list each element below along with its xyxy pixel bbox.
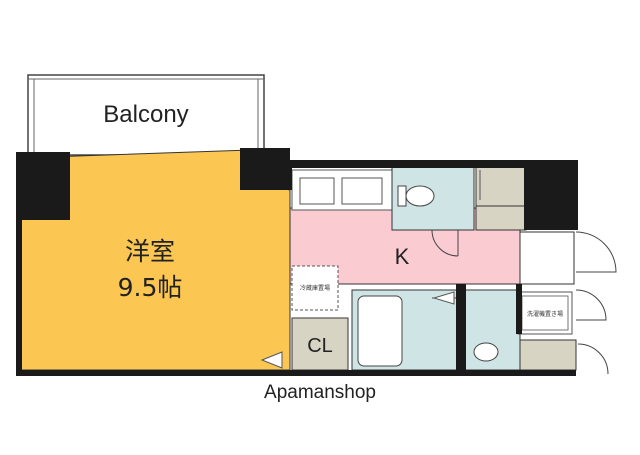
brand-logo: Apamanshop bbox=[264, 382, 376, 403]
closet-label: CL bbox=[307, 335, 333, 357]
closet bbox=[291, 317, 349, 371]
door-marker bbox=[260, 351, 283, 369]
storage-bottom bbox=[519, 339, 577, 371]
door-marker-2 bbox=[432, 291, 455, 305]
fridge-space-label: 冷蔵庫置場 bbox=[300, 284, 330, 292]
kitchen-label: K bbox=[395, 244, 410, 269]
bathroom bbox=[351, 289, 461, 371]
toilet-room bbox=[391, 165, 475, 257]
western-room-size: 9.5帖 bbox=[118, 273, 183, 302]
kitchen-counter bbox=[291, 169, 393, 211]
entrance bbox=[519, 231, 617, 321]
western-room-label: 洋室 bbox=[125, 237, 175, 266]
door-swing-bottom bbox=[577, 343, 609, 375]
washer-space-label: 洗濯機置き場 bbox=[527, 310, 563, 318]
balcony bbox=[27, 74, 265, 156]
storage-top bbox=[475, 165, 527, 231]
washroom bbox=[459, 289, 573, 371]
fridge-space bbox=[291, 265, 339, 311]
walls bbox=[16, 148, 578, 376]
balcony-label: Balcony bbox=[103, 101, 188, 128]
